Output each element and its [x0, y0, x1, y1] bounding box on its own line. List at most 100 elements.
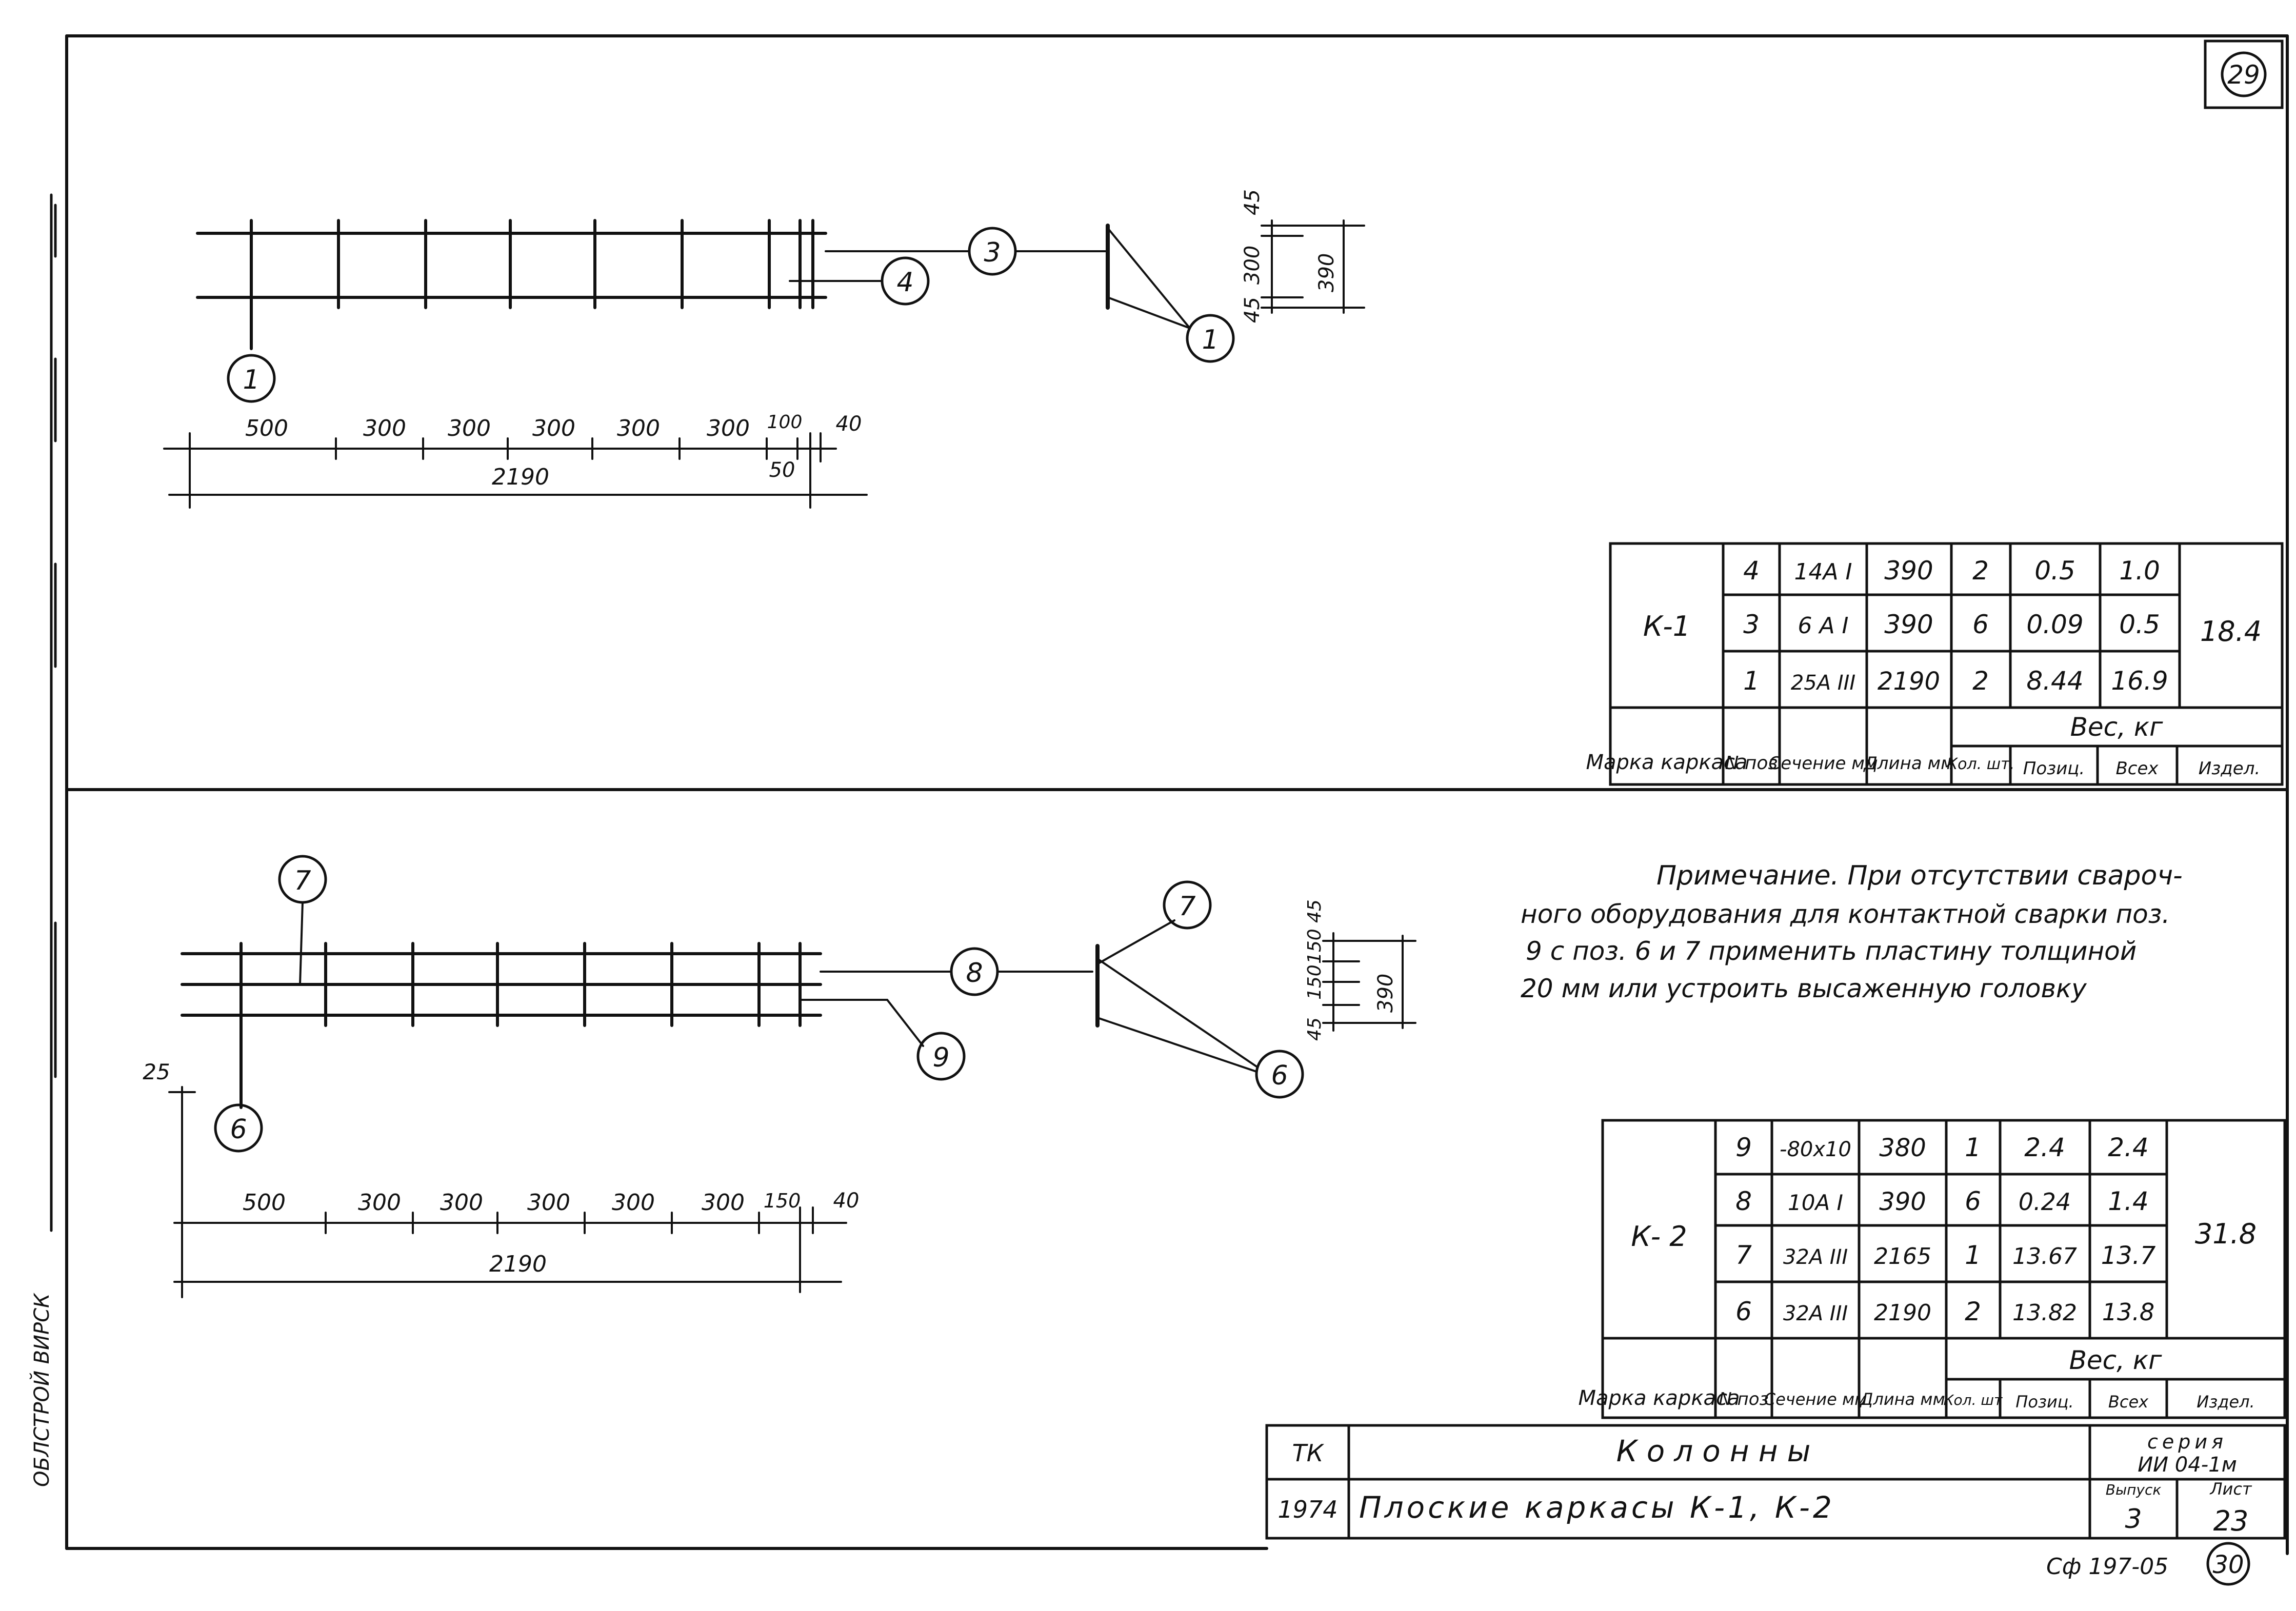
drawing-k1: 4 1 3 1 45 300 45 390	[163, 189, 1365, 509]
k2-dim-3: 300	[527, 1190, 570, 1216]
k2-r3-pos: 6	[1735, 1297, 1752, 1326]
k1-r0-section: 14A I	[1794, 559, 1852, 585]
k1-r1-wall: 0.5	[2119, 610, 2160, 639]
binding-strip	[50, 193, 57, 1232]
note-line-3: 9 с поз. 6 и 7 применить пластину толщин…	[1526, 936, 2137, 966]
k2-r2-qty: 1	[1965, 1240, 1981, 1270]
tb-code: ТК	[1292, 1439, 1325, 1467]
k1-h-qty: Кол. шт.	[1947, 755, 2014, 773]
k1-sec-dim-b: 300	[1241, 246, 1264, 285]
note-line-4: 20 мм или устроить высаженную головку	[1521, 974, 2087, 1003]
k1-r0-wpos: 0.5	[2034, 556, 2075, 586]
k2-h-mark: Марка каркаса	[1578, 1386, 1740, 1410]
bottom-number: 30	[2212, 1550, 2244, 1579]
k2-r3-wpos: 13.82	[2012, 1300, 2077, 1326]
k2-dim-1: 300	[358, 1190, 401, 1216]
k1-h-pos: N поз	[1725, 753, 1778, 774]
k2-r1-wall: 1.4	[2108, 1186, 2149, 1216]
k1-r0-wall: 1.0	[2119, 556, 2160, 586]
k2-r0-section: -80x10	[1780, 1138, 1851, 1161]
k2-r1-pos: 8	[1735, 1186, 1752, 1216]
k2-r3-qty: 2	[1965, 1297, 1981, 1326]
k2-headers: Марка каркаса N поз Сечение мм Длина мм …	[1578, 1345, 2254, 1412]
k2-bars	[181, 942, 822, 1109]
k2-sec-dim-c: 150	[1304, 929, 1325, 964]
corner-number: 29	[2227, 60, 2260, 90]
k2-callout-7: 7	[294, 865, 311, 896]
k2-sec-total: 390	[1374, 974, 1397, 1013]
k2-sec-dim-d: 45	[1304, 899, 1325, 923]
k2-r0-pos: 9	[1735, 1133, 1752, 1162]
k2-dims-top: 500 300 300 300 300 300 150 40	[243, 1189, 859, 1216]
k1-dims-top: 500 300 300 300 300 300 100 40	[245, 412, 862, 441]
k2-r1-qty: 6	[1965, 1186, 1981, 1216]
k1-r2-qty: 2	[1972, 666, 1989, 696]
k1-r2-section: 25A III	[1791, 671, 1855, 695]
title-block: ТК 1974 Колонны Плоские каркасы К-1, К-2…	[1265, 1424, 2286, 1540]
k1-bars	[196, 219, 827, 350]
k2-r2-wall: 13.7	[2101, 1241, 2156, 1270]
k2-callout-7b: 7	[1179, 891, 1195, 922]
tb-series-value: ИИ 04-1м	[2138, 1453, 2237, 1477]
k1-r2-length: 2190	[1878, 667, 1940, 696]
table-k2: К- 2 31.8 9 -80x10 380 1 2.4 2.4 8 10A I…	[1578, 1119, 2286, 1419]
k2-mark: К- 2	[1631, 1220, 1687, 1253]
k2-dim-2: 300	[440, 1190, 483, 1216]
tb-subtitle: Плоские каркасы К-1, К-2	[1359, 1490, 1835, 1525]
k2-h-weight: Вес, кг	[2069, 1345, 2163, 1375]
k1-total-weight: 18.4	[2200, 615, 2262, 648]
k2-dim-0: 500	[243, 1190, 286, 1216]
k1-r2-pos: 1	[1743, 666, 1760, 696]
table-k1: К-1 18.4 4 14A I 390 2 0.5 1.0 3 6 A I 3…	[1586, 542, 2284, 786]
corner-number-box: 29	[2204, 39, 2284, 109]
k1-dim-total: 2190	[492, 464, 549, 490]
tb-issue-value: 3	[2125, 1504, 2142, 1535]
k2-dim-left: 25	[143, 1059, 170, 1084]
k2-dim-7: 40	[833, 1189, 860, 1213]
k1-r1-wpos: 0.09	[2026, 610, 2083, 639]
tb-sheet-label: Лист	[2209, 1479, 2252, 1499]
k2-callout-9: 9	[932, 1042, 949, 1073]
k1-callout-1: 1	[243, 365, 259, 395]
k2-r0-length: 380	[1879, 1134, 1926, 1162]
k2-h-wpos: Позиц.	[2015, 1392, 2073, 1412]
k1-dim-3: 300	[532, 415, 575, 441]
tb-issue-label: Выпуск	[2106, 1481, 2162, 1498]
k2-r3-section: 32A III	[1783, 1302, 1848, 1325]
k1-h-weight: Вес, кг	[2070, 712, 2164, 742]
k2-r2-length: 2165	[1874, 1243, 1931, 1270]
k1-dim-0: 500	[245, 415, 288, 441]
k2-h-qty: Кол. шт	[1944, 1392, 2003, 1408]
k1-dim-6: 100	[767, 412, 803, 433]
note-line-2: ного оборудования для контактной сварки …	[1521, 899, 2170, 929]
k1-h-mark: Марка каркаса	[1586, 751, 1747, 774]
k1-dim-2: 300	[448, 415, 491, 441]
k2-r2-pos: 7	[1735, 1240, 1752, 1270]
k2-rows: 9 -80x10 380 1 2.4 2.4 8 10A I 390 6 0.2…	[1735, 1133, 2156, 1326]
k2-total-weight: 31.8	[2195, 1218, 2257, 1250]
k1-h-wpos: Позиц.	[2023, 758, 2085, 779]
k2-sec-dim-b: 150	[1304, 964, 1325, 1000]
k1-r1-qty: 6	[1972, 610, 1989, 639]
k2-dim-total: 2190	[489, 1251, 547, 1277]
k1-r2-wpos: 8.44	[2026, 666, 2083, 696]
k2-callout-6: 6	[230, 1114, 247, 1145]
k1-dim-5: 300	[707, 415, 750, 441]
k1-sec-dim-a: 45	[1241, 297, 1264, 323]
k1-r2-wall: 16.9	[2111, 666, 2168, 696]
k2-r0-wpos: 2.4	[2024, 1133, 2065, 1162]
tb-name: Колонны	[1616, 1434, 1820, 1468]
k2-r1-section: 10A I	[1788, 1190, 1843, 1215]
k2-h-witem: Издел.	[2197, 1392, 2254, 1412]
tb-year: 1974	[1277, 1496, 1337, 1523]
k2-callout-6b: 6	[1271, 1060, 1288, 1091]
k2-dim-4: 300	[612, 1190, 655, 1216]
k2-dim-6: 150	[764, 1190, 801, 1212]
k2-callout-8: 8	[966, 958, 983, 989]
k1-dim-4: 300	[617, 415, 660, 441]
k1-sec-dim-c: 45	[1241, 189, 1264, 215]
drawing-k2: 7 6 9 8 7 6 45 150 150 45	[143, 855, 1416, 1298]
k1-sec-total: 390	[1315, 253, 1339, 292]
note-line-1: Примечание. При отсутствии свароч-	[1656, 860, 2183, 891]
k1-headers: Марка каркаса N поз Сечение мм Длина мм …	[1586, 712, 2260, 779]
